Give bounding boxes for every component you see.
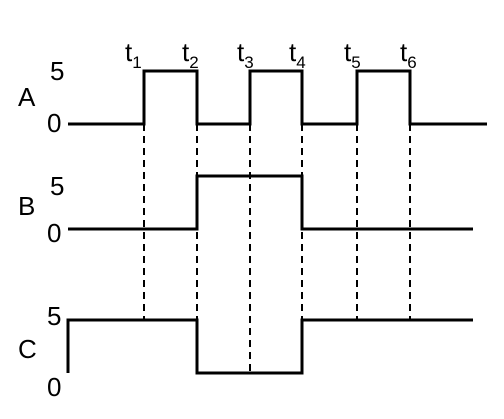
time-markers: t1 t2 t3 t4 t5 t6 — [125, 37, 417, 72]
signal-c-waveform — [66, 318, 473, 375]
signal-b-waveform — [68, 174, 473, 231]
time-marker-t5: t5 — [344, 37, 361, 72]
signal-c: C 5 0 — [18, 301, 473, 402]
signal-b: B 5 0 — [18, 171, 473, 248]
signal-a: A 5 0 — [18, 56, 487, 138]
signal-b-high-label: 5 — [50, 171, 64, 201]
time-marker-t2: t2 — [182, 37, 199, 72]
time-marker-t4: t4 — [289, 37, 306, 72]
time-guides — [143, 124, 411, 373]
signal-b-low-label: 0 — [47, 218, 61, 248]
time-marker-t1: t1 — [125, 37, 142, 72]
signal-b-name: B — [18, 191, 35, 221]
signal-a-low-label: 0 — [47, 108, 61, 138]
signal-c-low-label: 0 — [47, 372, 61, 402]
time-marker-t6: t6 — [400, 37, 417, 72]
signal-c-high-label: 5 — [47, 301, 61, 331]
signal-a-high-label: 5 — [50, 56, 64, 86]
time-marker-t3: t3 — [237, 37, 254, 72]
signal-c-name: C — [18, 334, 37, 364]
signal-a-name: A — [18, 82, 36, 112]
signal-a-waveform — [68, 69, 487, 126]
